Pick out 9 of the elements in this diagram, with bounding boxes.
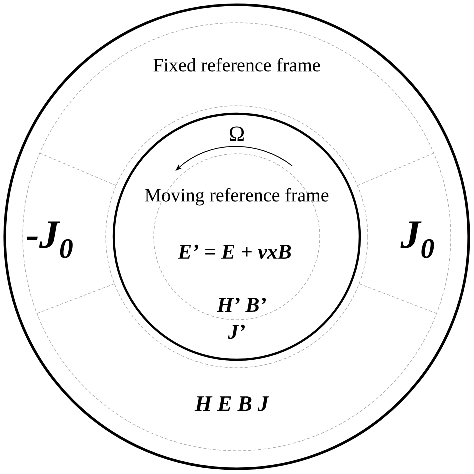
field-symbols: H E B J (194, 396, 270, 412)
frame-label: Fixed reference frame (154, 58, 320, 72)
equation: E’ = E + vxB (178, 244, 292, 260)
field-symbols: J’ (228, 324, 245, 340)
frame-label: Moving reference frame (145, 188, 329, 206)
current-label: -J$_{0}$ (26, 222, 73, 258)
field-symbols: H’ B’ (217, 298, 266, 312)
rotation-symbol: Ω (230, 126, 244, 142)
current-label: J$_{0}$ (400, 222, 434, 258)
